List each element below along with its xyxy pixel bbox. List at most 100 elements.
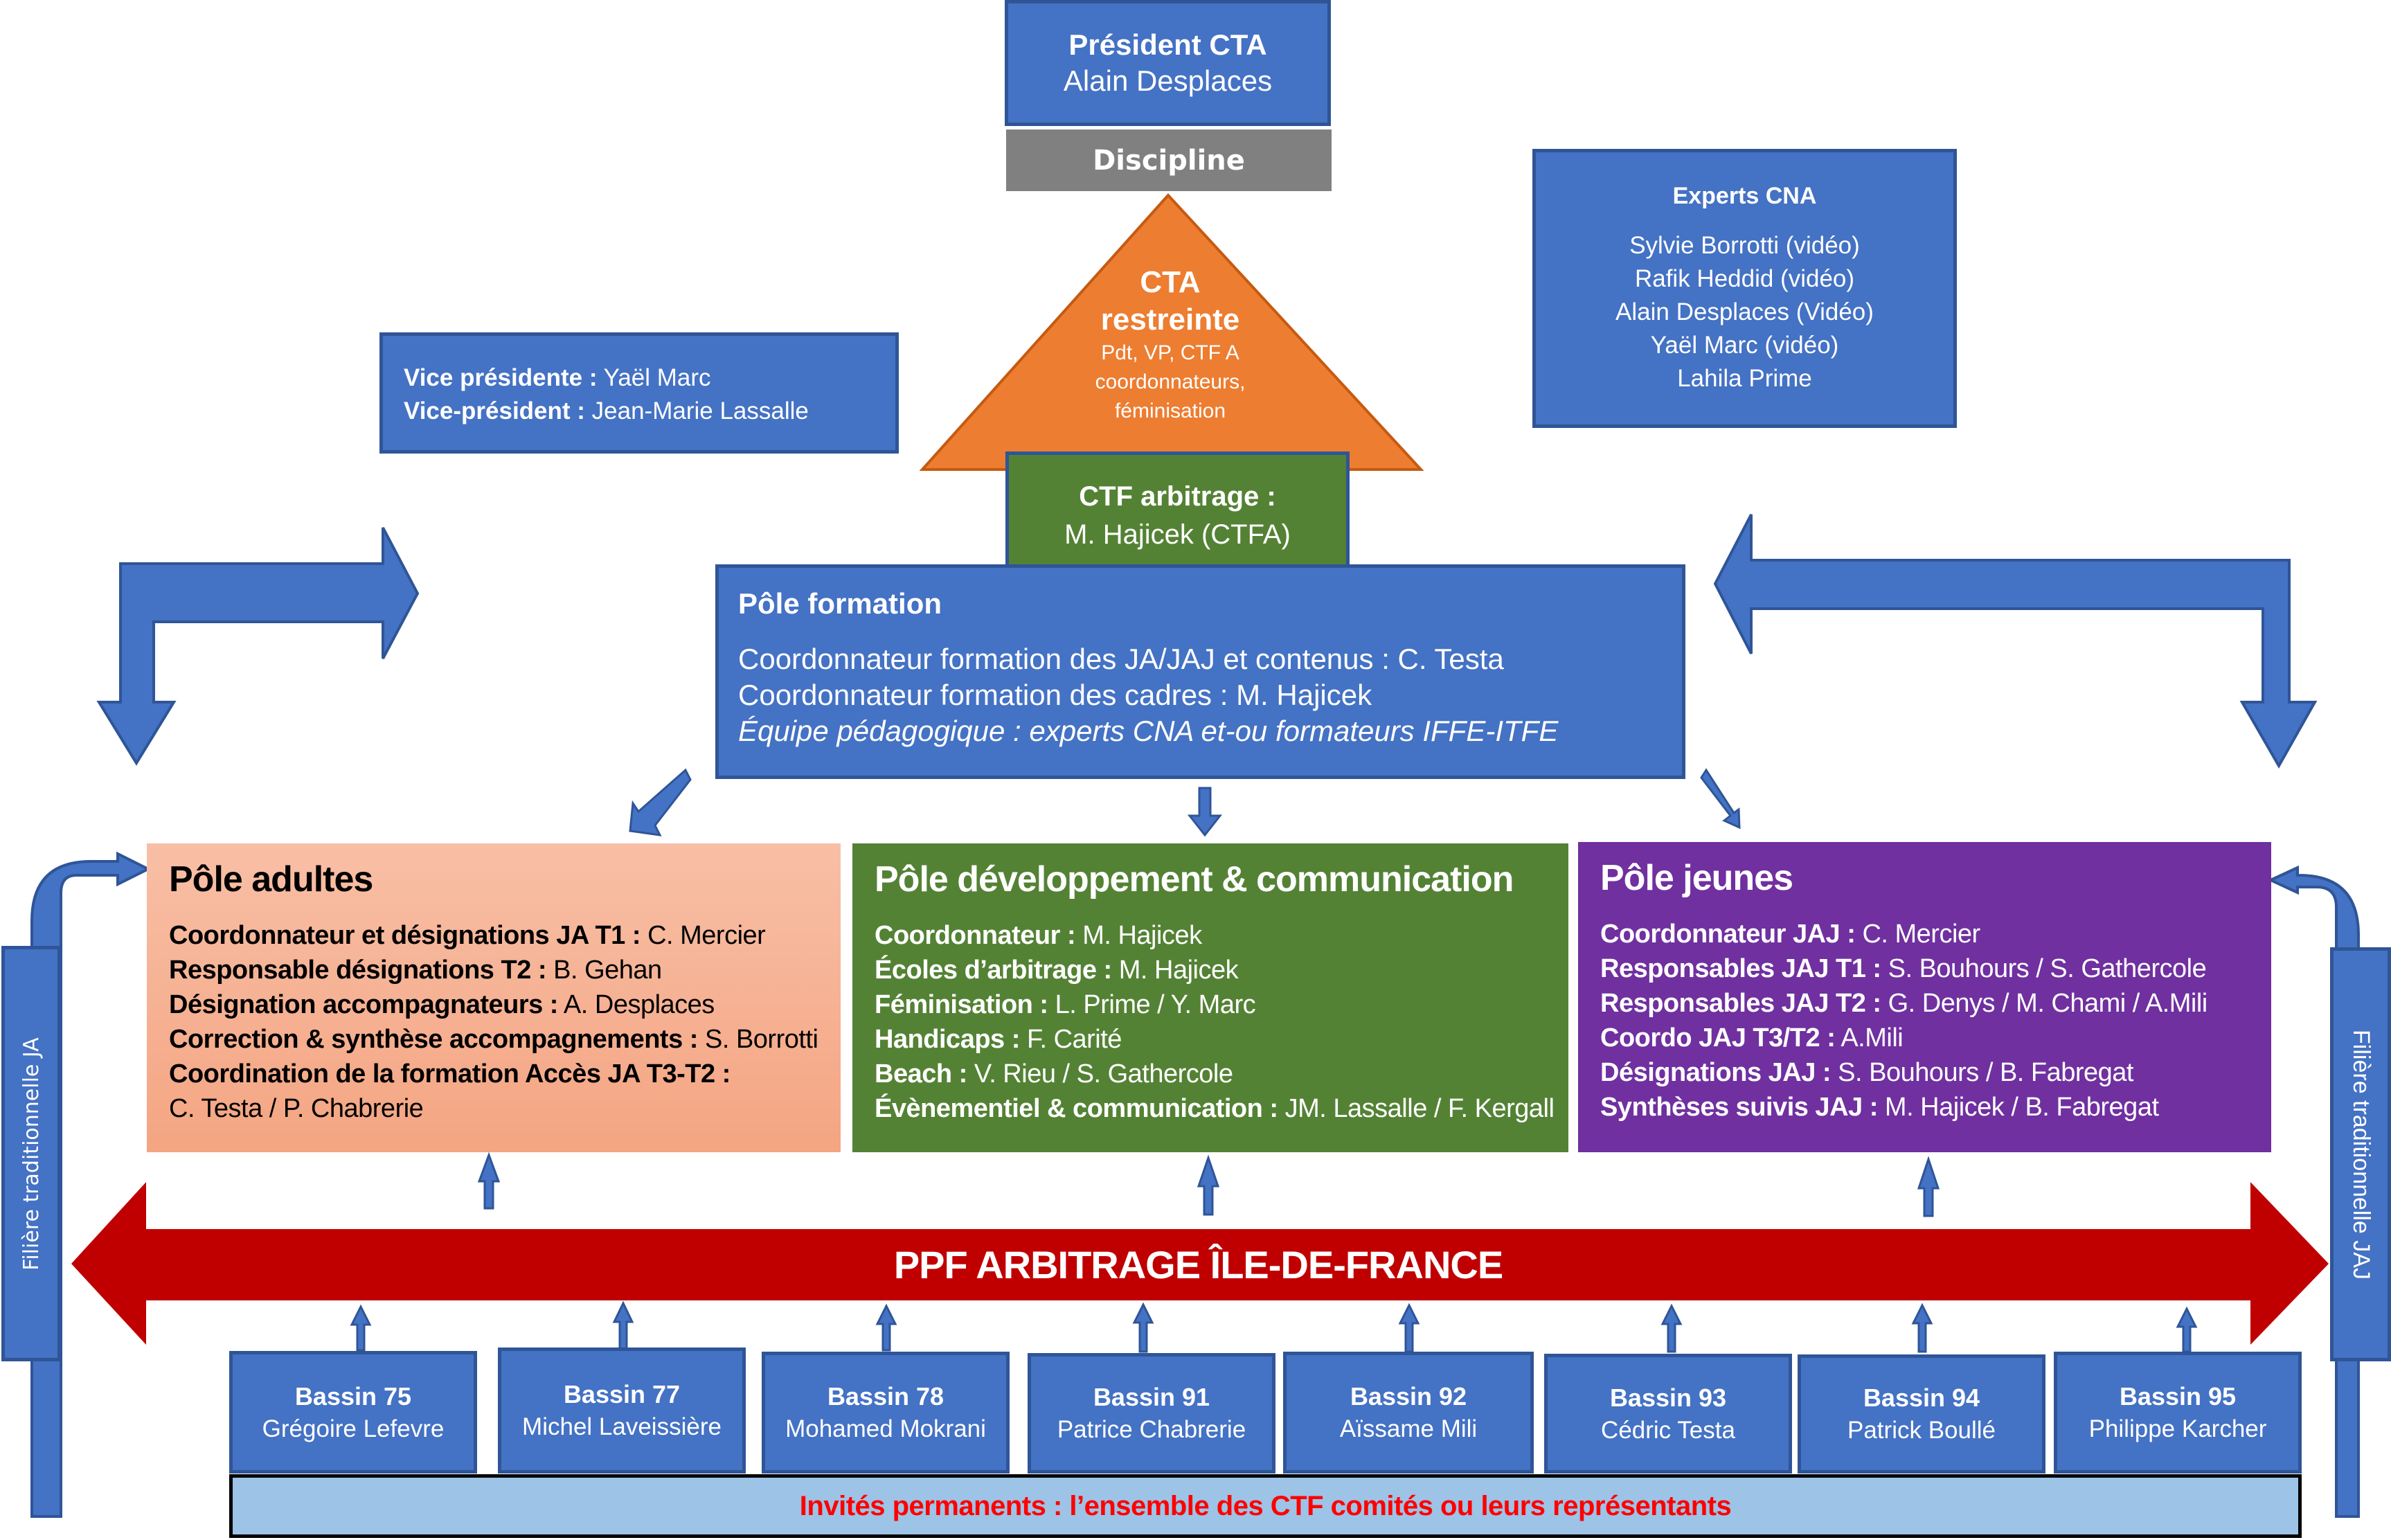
discipline-label: Discipline <box>1093 144 1245 177</box>
pole-row-label: Féminisation : <box>875 990 1048 1019</box>
ctf-arbitrage-box: CTF arbitrage : M. Hajicek (CTFA) <box>1005 451 1350 580</box>
bassin-title: Bassin 92 <box>1350 1382 1467 1411</box>
pole-row-value: S. Bouhours / S. Gathercole <box>1881 954 2207 983</box>
pole-row-label: Désignations JAJ : <box>1600 1058 1832 1087</box>
pole-row-value: C. Mercier <box>641 921 766 950</box>
pole-row: Évènementiel & communication : JM. Lassa… <box>875 1091 1568 1126</box>
bassin-name: Patrick Boullé <box>1847 1417 1996 1444</box>
cta-restreinte-member: coordonnateurs, <box>1095 370 1246 393</box>
bassin-title: Bassin 77 <box>563 1380 681 1408</box>
pole-row: Beach : V. Rieu / S. Gathercole <box>875 1057 1568 1091</box>
expert-member: Lahila Prime <box>1677 365 1812 392</box>
bassin-title: Bassin 91 <box>1093 1383 1210 1411</box>
cta-restreinte-subtitle: restreinte <box>1100 303 1240 337</box>
pole-row: Féminisation : L. Prime / Y. Marc <box>875 987 1568 1022</box>
pole-row-label: Coordonnateur : <box>875 921 1076 950</box>
pole-row-value: S. Bouhours / B. Fabregat <box>1831 1058 2133 1087</box>
vice-presidente-value: Yaël Marc <box>597 364 711 391</box>
bassin-name: Philippe Karcher <box>2088 1415 2267 1442</box>
pole-row: Coordonnateur JAJ : C. Mercier <box>1600 917 2271 951</box>
pole-formation-italic-line: Équipe pédagogique : experts CNA et-ou f… <box>738 715 1559 747</box>
pole-row-value: A.Mili <box>1835 1023 1904 1053</box>
vice-president-row: Vice-président : Jean-Marie Lassalle <box>404 395 895 428</box>
pole-row-value: C. Testa / P. Chabrerie <box>169 1094 424 1123</box>
president-box: Président CTA Alain Desplaces <box>1005 0 1331 126</box>
pole-row-label: Responsables JAJ T1 : <box>1600 954 1881 983</box>
bassin-box: Bassin 75 Grégoire Lefevre <box>229 1351 477 1474</box>
bassin-box: Bassin 78 Mohamed Mokrani <box>762 1352 1010 1474</box>
pole-row-label: Handicaps : <box>875 1025 1020 1054</box>
bent-arrow-left-icon <box>96 527 420 766</box>
pole-formation-line: Coordonnateur formation des cadres : M. … <box>738 679 1372 711</box>
pole-row: Coordonnateur : M. Hajicek <box>875 918 1568 953</box>
ctf-arbitrage-title: CTF arbitrage : <box>1079 481 1276 512</box>
bassin-title: Bassin 94 <box>1863 1384 1980 1412</box>
pole-row: C. Testa / P. Chabrerie <box>169 1091 841 1126</box>
arrow-to-developpement-icon <box>1187 787 1223 837</box>
expert-member: Yaël Marc (vidéo) <box>1650 332 1839 359</box>
filiere-jaj-label-box: Filière traditionnelle JAJ <box>2330 947 2391 1361</box>
discipline-box: Discipline <box>1006 129 1332 191</box>
pole-jeunes-box: Pôle jeunes Coordonnateur JAJ : C. Merci… <box>1578 842 2271 1152</box>
ctf-arbitrage-name: M. Hajicek (CTFA) <box>1064 519 1291 550</box>
president-title: Président CTA <box>1068 28 1267 61</box>
pole-row-label: Évènementiel & communication : <box>875 1094 1278 1123</box>
cta-restreinte-text: CTA restreinte Pdt, VP, CTF A coordonnat… <box>1025 262 1316 428</box>
pole-row-label: Synthèses suivis JAJ : <box>1600 1093 1878 1122</box>
bassin-name: Mohamed Mokrani <box>785 1415 986 1442</box>
up-arrow-icon <box>1917 1156 1940 1217</box>
bassin-name: Michel Laveissière <box>522 1413 722 1440</box>
bassin-box: Bassin 93 Cédric Testa <box>1544 1354 1792 1474</box>
pole-row-label: Coordonnateur et désignations JA T1 : <box>169 921 641 950</box>
bassin-name: Aïssame Mili <box>1339 1415 1478 1442</box>
pole-row-label: Coordo JAJ T3/T2 : <box>1600 1023 1836 1053</box>
filiere-ja-label: Filière traditionnelle JA <box>19 1037 44 1271</box>
invites-permanents-label: Invités permanents : l’ensemble des CTF … <box>799 1490 1732 1521</box>
up-arrow-icon <box>1660 1303 1683 1353</box>
ppf-banner-label: PPF ARBITRAGE ÎLE-DE-FRANCE <box>893 1243 1503 1287</box>
up-arrow-icon <box>1132 1302 1154 1353</box>
pole-row-value: V. Rieu / S. Gathercole <box>967 1059 1233 1089</box>
bassin-box: Bassin 91 Patrice Chabrerie <box>1028 1353 1275 1474</box>
bassin-title: Bassin 78 <box>827 1382 944 1411</box>
pole-row: Responsables JAJ T1 : S. Bouhours / S. G… <box>1600 951 2271 986</box>
ppf-double-arrow <box>71 1182 2329 1345</box>
ppf-banner: PPF ARBITRAGE ÎLE-DE-FRANCE <box>146 1229 2250 1300</box>
pole-developpement-box: Pôle développement & communication Coord… <box>852 843 1568 1152</box>
pole-adultes-box: Pôle adultes Coordonnateur et désignatio… <box>147 843 841 1152</box>
pole-developpement-title: Pôle développement & communication <box>875 859 1514 899</box>
pole-adultes-title: Pôle adultes <box>169 859 373 899</box>
pole-row: Responsables JAJ T2 : G. Denys / M. Cham… <box>1600 986 2271 1021</box>
pole-row: Correction & synthèse accompagnements : … <box>169 1022 841 1057</box>
up-arrow-icon <box>1197 1154 1220 1216</box>
pole-row: Synthèses suivis JAJ : M. Hajicek / B. F… <box>1600 1090 2271 1125</box>
pole-row: Coordo JAJ T3/T2 : A.Mili <box>1600 1021 2271 1055</box>
pole-row-label: Désignation accompagnateurs : <box>169 990 558 1019</box>
expert-member: Sylvie Borrotti (vidéo) <box>1629 232 1860 259</box>
cta-restreinte-title: CTA <box>1140 265 1201 299</box>
bassin-box: Bassin 77 Michel Laveissière <box>498 1348 746 1474</box>
bent-arrow-right-body <box>1713 514 2318 769</box>
filiere-ja-label-box: Filière traditionnelle JA <box>1 946 61 1361</box>
pole-row-label: Responsables JAJ T2 : <box>1600 989 1881 1018</box>
pole-row-label: Correction & synthèse accompagnements : <box>169 1025 698 1054</box>
bassin-box: Bassin 94 Patrick Boullé <box>1798 1354 2045 1474</box>
pole-row-label: Beach : <box>875 1059 967 1089</box>
bassin-title: Bassin 75 <box>294 1381 412 1411</box>
experts-cna-title: Experts CNA <box>1672 183 1817 209</box>
up-arrow-icon <box>350 1304 372 1352</box>
vice-presidente-row: Vice présidente : Yaël Marc <box>404 361 895 395</box>
up-arrow-icon <box>477 1152 501 1210</box>
pole-row-value: M. Hajicek <box>1111 956 1239 985</box>
pole-row: Coordonnateur et désignations JA T1 : C.… <box>169 918 841 953</box>
bassin-box: Bassin 95 Philippe Karcher <box>2054 1352 2302 1474</box>
bassin-name: Grégoire Lefevre <box>262 1415 445 1442</box>
pole-row-label: Coordonnateur JAJ : <box>1600 920 1856 949</box>
pole-row: Désignations JAJ : S. Bouhours / B. Fabr… <box>1600 1055 2271 1090</box>
president-name: Alain Desplaces <box>1063 64 1273 97</box>
bassin-name: Patrice Chabrerie <box>1057 1416 1246 1443</box>
filiere-ja-arrow-icon <box>30 851 152 1518</box>
arrow-to-jeunes-icon <box>1700 768 1741 830</box>
pole-row: Coordination de la formation Accès JA T3… <box>169 1057 841 1091</box>
pole-row-value: M. Hajicek <box>1075 921 1202 950</box>
